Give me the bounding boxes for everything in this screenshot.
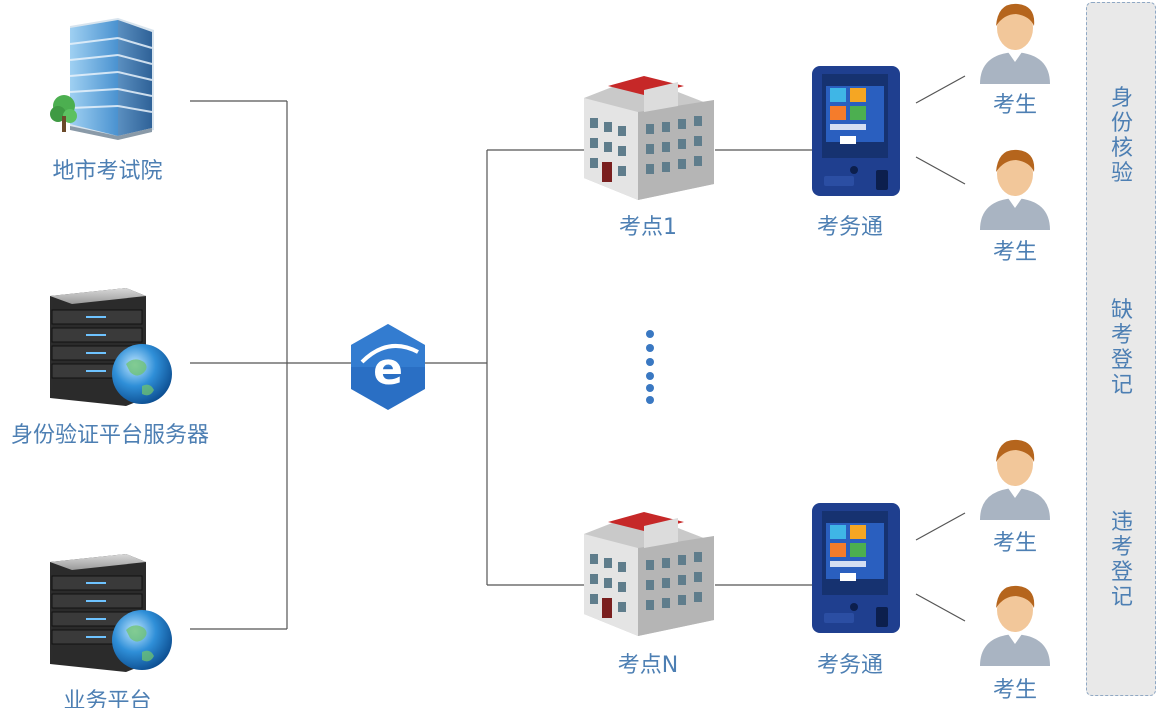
label-business-platform: 业务平台 <box>63 689 152 708</box>
line-device1-c1 <box>915 75 966 104</box>
label-device-1: 考务通 <box>816 215 883 240</box>
line-device1-c2 <box>915 156 966 185</box>
line-devicen-c4 <box>915 593 966 622</box>
line-devicen-c3 <box>915 512 966 541</box>
office-building-icon <box>50 18 154 140</box>
exam-terminal-icon-n <box>812 503 900 633</box>
school-building-icon-n <box>584 512 714 636</box>
label-candidate-1: 考生 <box>992 93 1037 118</box>
person-avatar-icon-4 <box>980 585 1050 666</box>
school-building-icon <box>584 76 714 200</box>
label-candidate-4: 考生 <box>992 678 1037 703</box>
label-exam-institute: 地市考试院 <box>52 159 163 184</box>
person-avatar-icon-3 <box>980 439 1050 520</box>
internet-explorer-icon: e <box>351 324 425 410</box>
label-absence-register: 缺考登记 <box>1110 298 1133 398</box>
label-violation-register: 违考登记 <box>1110 510 1133 610</box>
label-site-n: 考点N <box>617 653 679 678</box>
label-identity-check: 身份核验 <box>1110 86 1133 186</box>
label-site-1: 考点1 <box>619 215 677 240</box>
label-id-server: 身份验证平台服务器 <box>10 423 209 448</box>
server-globe-icon-platform <box>50 554 172 672</box>
label-device-n: 考务通 <box>816 653 883 678</box>
person-avatar-icon-2 <box>980 149 1050 230</box>
exam-terminal-icon <box>812 66 900 196</box>
person-avatar-icon <box>980 3 1050 84</box>
function-side-panel <box>1086 2 1156 696</box>
ellipsis-dots <box>646 330 654 404</box>
label-candidate-3: 考生 <box>992 531 1037 556</box>
svg-text:e: e <box>373 344 403 395</box>
server-globe-icon <box>50 288 172 406</box>
label-candidate-2: 考生 <box>992 240 1037 265</box>
